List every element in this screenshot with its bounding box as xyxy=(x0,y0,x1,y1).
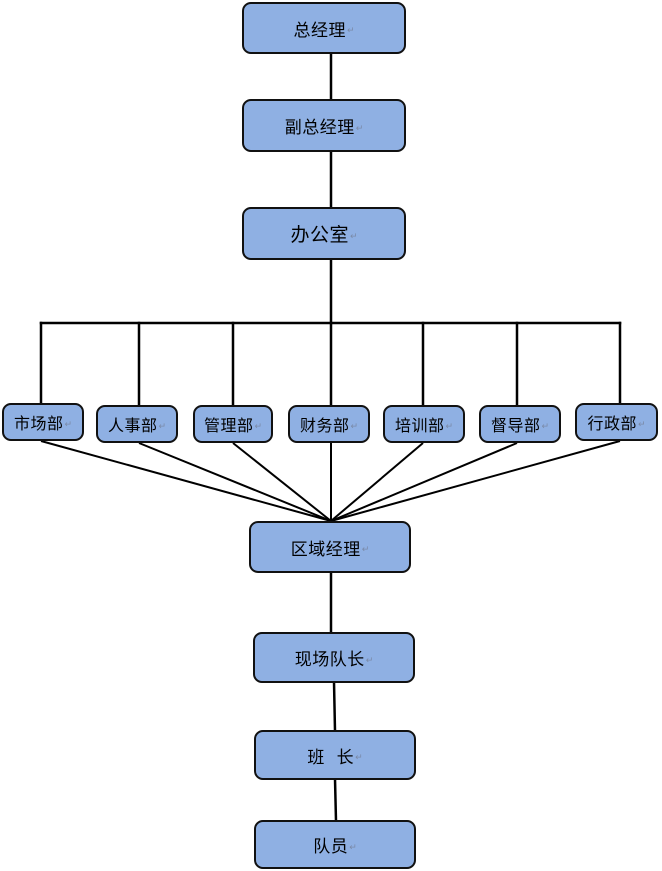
paragraph-mark: ↵ xyxy=(349,231,358,242)
regional-manager-label: 区域经理 xyxy=(290,539,361,560)
team-member-box: 队员↵ xyxy=(254,820,416,869)
connector-captain-to-leader xyxy=(332,681,337,732)
paragraph-mark: ↵ xyxy=(64,420,73,430)
site-captain-label: 现场队长 xyxy=(294,650,365,670)
department-box-supervision: 督导部↵ xyxy=(479,405,561,443)
department-box-training: 培训部↵ xyxy=(383,405,465,443)
converge-line-market xyxy=(40,440,332,522)
paragraph-mark: ↵ xyxy=(445,422,454,432)
paragraph-mark: ↵ xyxy=(637,420,646,430)
department-label: 人事部 xyxy=(107,416,158,435)
paragraph-mark: ↵ xyxy=(346,26,355,36)
department-box-admin: 行政部↵ xyxy=(575,403,658,441)
team-member-label: 队员 xyxy=(313,837,349,857)
department-label: 培训部 xyxy=(394,416,445,435)
general-manager-label: 总经理 xyxy=(293,20,346,41)
paragraph-mark: ↵ xyxy=(158,422,167,432)
connector-leader-to-member xyxy=(333,778,338,822)
paragraph-mark: ↵ xyxy=(355,123,364,134)
converge-line-management xyxy=(232,442,332,522)
deputy-general-manager-label: 副总经理 xyxy=(284,118,355,138)
paragraph-mark: ↵ xyxy=(541,422,550,432)
squad-leader-box: 班 长↵ xyxy=(254,730,416,780)
paragraph-mark: ↵ xyxy=(254,422,263,432)
site-captain-box: 现场队长↵ xyxy=(253,632,415,683)
general-manager-box: 总经理↵ xyxy=(242,2,406,54)
office-box: 办公室↵ xyxy=(242,207,406,260)
department-label: 财务部 xyxy=(299,416,350,435)
paragraph-mark: ↵ xyxy=(365,655,374,666)
department-box-hr: 人事部↵ xyxy=(96,405,178,443)
department-label: 督导部 xyxy=(490,416,541,435)
office-label: 办公室 xyxy=(290,224,349,246)
paragraph-mark: ↵ xyxy=(349,842,357,853)
department-box-finance: 财务部↵ xyxy=(288,405,370,443)
department-label: 管理部 xyxy=(203,416,254,435)
paragraph-mark: ↵ xyxy=(350,422,359,432)
converge-line-training xyxy=(330,442,424,522)
converge-line-supervision xyxy=(330,442,518,522)
squad-leader-label: 班 长 xyxy=(307,747,355,768)
department-label: 市场部 xyxy=(13,414,64,433)
department-box-market: 市场部↵ xyxy=(2,403,84,441)
converge-line-hr xyxy=(138,442,332,522)
paragraph-mark: ↵ xyxy=(361,545,370,555)
department-label: 行政部 xyxy=(587,414,637,433)
department-box-management: 管理部↵ xyxy=(193,405,273,443)
converge-line-admin xyxy=(330,440,621,522)
deputy-general-manager-box: 副总经理↵ xyxy=(242,99,406,152)
regional-manager-box: 区域经理↵ xyxy=(249,521,411,573)
paragraph-mark: ↵ xyxy=(355,753,363,763)
